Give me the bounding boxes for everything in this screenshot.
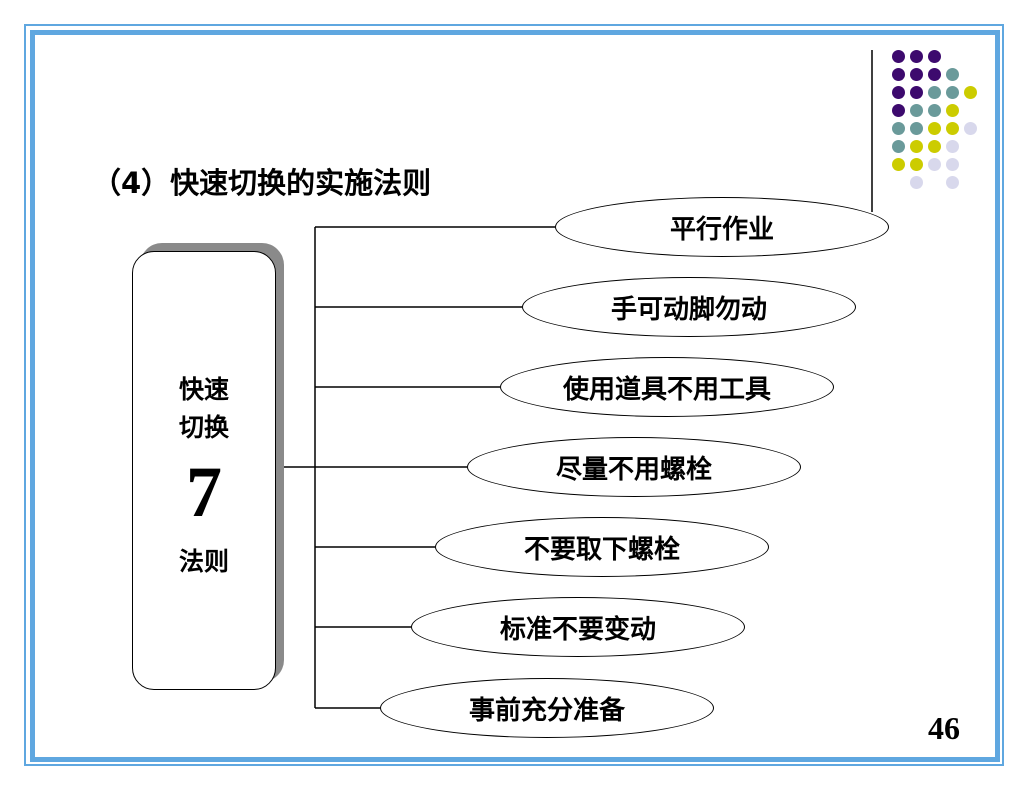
decorative-dot	[892, 140, 905, 153]
decorative-dot	[946, 140, 959, 153]
decorative-dot	[892, 122, 905, 135]
decorative-dot	[910, 176, 923, 189]
decorative-dot	[946, 104, 959, 117]
rule-ellipse: 平行作业	[555, 197, 889, 257]
rule-ellipse: 不要取下螺栓	[435, 517, 769, 577]
decorative-dot	[892, 68, 905, 81]
decorative-dot	[928, 104, 941, 117]
decorative-dot	[928, 68, 941, 81]
decorative-dot	[910, 122, 923, 135]
decorative-dot	[946, 122, 959, 135]
decorative-dot	[928, 86, 941, 99]
decorative-dot	[928, 50, 941, 63]
decorative-dot	[892, 104, 905, 117]
decorative-dot	[910, 104, 923, 117]
page-number: 46	[928, 710, 960, 746]
decorative-dot	[892, 50, 905, 63]
decorative-dot	[910, 140, 923, 153]
decorative-dot	[946, 86, 959, 99]
center-box-line2: 切换	[178, 413, 229, 442]
decorative-dot	[928, 140, 941, 153]
decorative-dot	[946, 158, 959, 171]
decorative-dot	[928, 122, 941, 135]
decorative-dot	[928, 158, 941, 171]
center-box: 快速 切换 7 法则	[132, 251, 276, 690]
rule-ellipse: 尽量不用螺栓	[467, 437, 801, 497]
center-box-line3: 法则	[178, 547, 229, 576]
slide-border-inner	[30, 30, 1000, 762]
decorative-dot	[946, 68, 959, 81]
decorative-dot	[910, 158, 923, 171]
decorative-dot	[892, 158, 905, 171]
center-box-number: 7	[186, 452, 222, 532]
decorative-dot	[910, 86, 923, 99]
slide-border-outer	[24, 24, 1004, 766]
decorative-dot	[910, 50, 923, 63]
center-box-line1: 快速	[178, 375, 229, 404]
rule-ellipse: 手可动脚勿动	[522, 277, 856, 337]
decorative-dot	[946, 176, 959, 189]
decorative-dot	[910, 68, 923, 81]
slide-title: （4）快速切换的实施法则	[92, 166, 432, 200]
decorative-dot	[964, 86, 977, 99]
decorative-dot	[892, 86, 905, 99]
rule-ellipse: 事前充分准备	[380, 678, 714, 738]
rule-ellipse: 标准不要变动	[411, 597, 745, 657]
rule-ellipse: 使用道具不用工具	[500, 357, 834, 417]
decorative-dot	[964, 122, 977, 135]
